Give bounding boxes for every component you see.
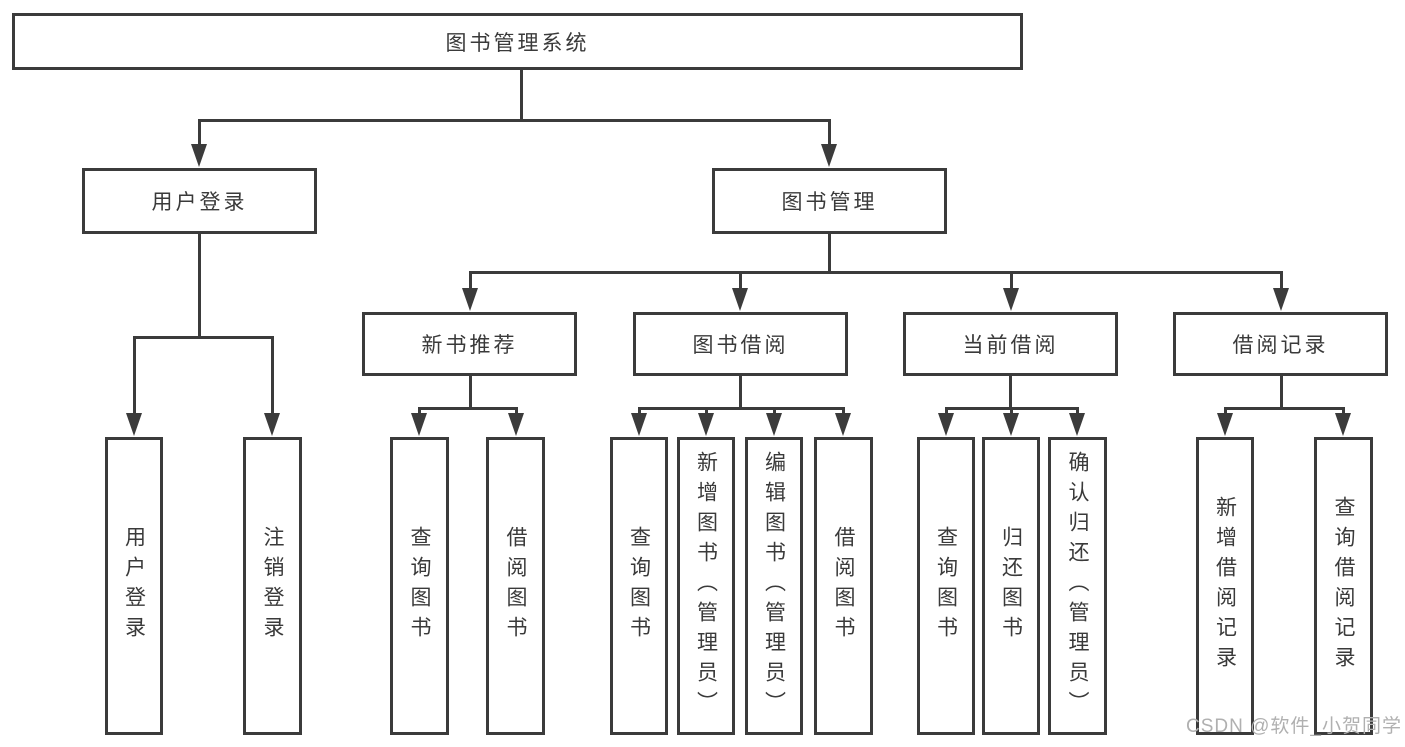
edge-line bbox=[738, 376, 742, 409]
node-label: 编辑图书（管理员） bbox=[762, 451, 786, 721]
edge-line bbox=[637, 410, 641, 415]
edge-line bbox=[1223, 410, 1227, 415]
edge-line bbox=[468, 271, 1283, 274]
node-label: 新增借阅记录 bbox=[1213, 496, 1237, 676]
node-label: 图书借阅 bbox=[692, 334, 789, 357]
leaf-current-return-books: 归还图书 bbox=[982, 437, 1040, 735]
node-user-login: 用户登录 bbox=[82, 168, 317, 234]
watermark: CSDN @软件_小贺同学 bbox=[1186, 716, 1402, 737]
leaf-newbook-borrow-books: 借阅图书 bbox=[486, 437, 545, 735]
node-current-borrow: 当前借阅 bbox=[903, 312, 1118, 376]
arrow-down-icon bbox=[631, 413, 647, 436]
edge-line bbox=[1223, 407, 1345, 410]
edge-line bbox=[944, 410, 948, 415]
node-label: 图书管理 bbox=[781, 191, 878, 214]
edge-line bbox=[417, 407, 518, 410]
edge-line bbox=[704, 410, 708, 415]
arrow-down-icon bbox=[1335, 413, 1351, 436]
arrow-down-icon bbox=[835, 413, 851, 436]
edge-line bbox=[270, 339, 274, 415]
leaf-borrow-add-books-admin: 新增图书（管理员） bbox=[677, 437, 735, 735]
node-label: 查询图书 bbox=[934, 526, 958, 646]
arrow-down-icon bbox=[732, 288, 748, 311]
node-label: 借阅图书 bbox=[832, 526, 855, 646]
node-label: 当前借阅 bbox=[962, 334, 1059, 357]
edge-line bbox=[1008, 376, 1012, 409]
node-label: 注销登录 bbox=[261, 526, 284, 646]
node-label: 借阅图书 bbox=[504, 526, 527, 646]
leaf-borrow-query-books: 查询图书 bbox=[610, 437, 668, 735]
arrow-down-icon bbox=[821, 144, 837, 167]
arrow-down-icon bbox=[191, 144, 207, 167]
leaf-borrow-borrow-books: 借阅图书 bbox=[814, 437, 873, 735]
node-label: 图书管理系统 bbox=[445, 31, 590, 55]
arrow-down-icon bbox=[411, 413, 427, 436]
leaf-user-login: 用户登录 bbox=[105, 437, 163, 735]
arrow-down-icon bbox=[698, 413, 714, 436]
edge-line bbox=[197, 234, 201, 338]
edge-line bbox=[197, 119, 831, 122]
edge-line bbox=[519, 70, 523, 121]
edge-line bbox=[841, 410, 845, 415]
node-label: 查询图书 bbox=[408, 526, 431, 646]
leaf-logout: 注销登录 bbox=[243, 437, 302, 735]
node-label: 确认归还（管理员） bbox=[1066, 451, 1089, 721]
edge-line bbox=[1009, 274, 1013, 290]
arrow-down-icon bbox=[1069, 413, 1085, 436]
edge-line bbox=[827, 122, 831, 147]
leaf-current-confirm-return-admin: 确认归还（管理员） bbox=[1048, 437, 1107, 735]
edge-line bbox=[132, 339, 136, 415]
arrow-down-icon bbox=[1217, 413, 1233, 436]
arrow-down-icon bbox=[1003, 288, 1019, 311]
node-label: 用户登录 bbox=[151, 191, 248, 214]
node-label: 借阅记录 bbox=[1232, 334, 1329, 357]
node-book-borrow: 图书借阅 bbox=[633, 312, 848, 376]
edge-line bbox=[772, 410, 776, 415]
node-label: 查询借阅记录 bbox=[1332, 496, 1355, 676]
arrow-down-icon bbox=[126, 413, 142, 436]
edge-line bbox=[197, 122, 201, 147]
edge-line bbox=[738, 274, 742, 290]
node-label: 用户登录 bbox=[122, 526, 146, 646]
edge-line bbox=[132, 336, 274, 339]
leaf-current-query-books: 查询图书 bbox=[917, 437, 975, 735]
arrow-down-icon bbox=[1273, 288, 1289, 311]
leaf-records-query-record: 查询借阅记录 bbox=[1314, 437, 1373, 735]
arrow-down-icon bbox=[508, 413, 524, 436]
node-root: 图书管理系统 bbox=[12, 13, 1023, 70]
edge-line bbox=[514, 410, 518, 415]
node-label: 归还图书 bbox=[999, 526, 1023, 646]
node-borrow-records: 借阅记录 bbox=[1173, 312, 1388, 376]
edge-line bbox=[468, 274, 472, 290]
edge-line bbox=[1009, 410, 1013, 415]
arrow-down-icon bbox=[938, 413, 954, 436]
leaf-newbook-query-books: 查询图书 bbox=[390, 437, 449, 735]
edge-line bbox=[1341, 410, 1345, 415]
arrow-down-icon bbox=[766, 413, 782, 436]
leaf-borrow-edit-books-admin: 编辑图书（管理员） bbox=[745, 437, 803, 735]
node-book-management: 图书管理 bbox=[712, 168, 947, 234]
edge-line bbox=[637, 407, 845, 410]
edge-line bbox=[827, 234, 831, 274]
edge-line bbox=[1075, 410, 1079, 415]
edge-line bbox=[1279, 274, 1283, 290]
node-label: 查询图书 bbox=[627, 526, 651, 646]
leaf-records-add-record: 新增借阅记录 bbox=[1196, 437, 1254, 735]
edge-line bbox=[417, 410, 421, 415]
node-label: 新增图书（管理员） bbox=[694, 451, 718, 721]
arrow-down-icon bbox=[462, 288, 478, 311]
node-new-book-recommend: 新书推荐 bbox=[362, 312, 577, 376]
edge-line bbox=[1279, 376, 1283, 409]
arrow-down-icon bbox=[264, 413, 280, 436]
edge-line bbox=[468, 376, 472, 409]
arrow-down-icon bbox=[1003, 413, 1019, 436]
edge-line bbox=[944, 407, 1079, 410]
node-label: 新书推荐 bbox=[421, 334, 518, 357]
